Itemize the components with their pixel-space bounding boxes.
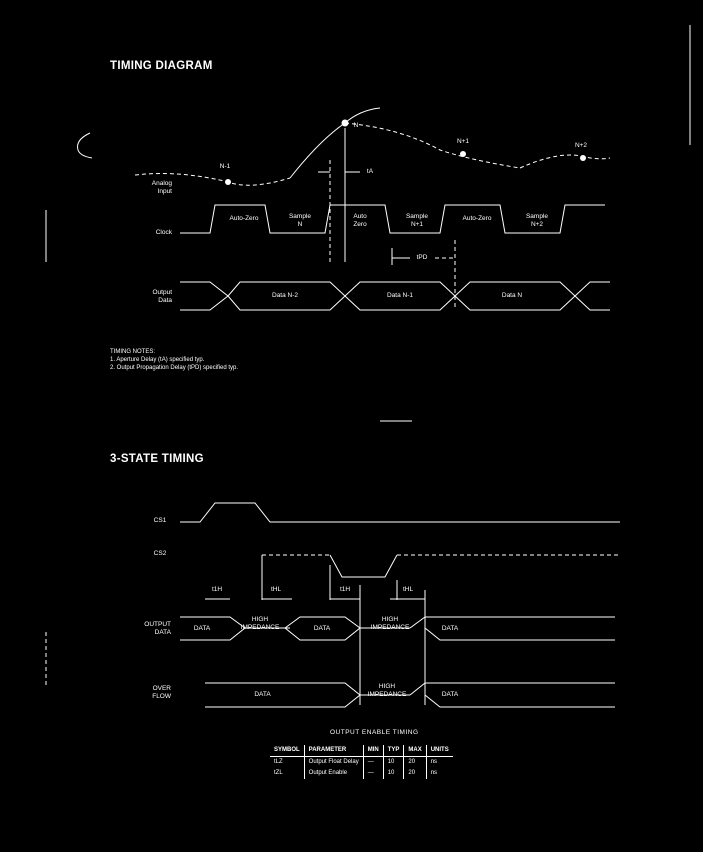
table-cell: tZL [274, 770, 283, 776]
sample-label-n: N [353, 122, 359, 129]
output-cell-4: HIGH IMPEDANCE [370, 616, 410, 631]
clock-label: Clock [155, 229, 172, 236]
table-header-cell: MAX [403, 745, 427, 757]
timing-note-2: 2. Output Propagation Delay (tPD) specif… [110, 365, 239, 371]
three-state-title: 3-STATE TIMING [110, 453, 204, 465]
clock-phase-1: Auto-Zero [229, 215, 259, 222]
propagation-delay-label: tPD [416, 254, 428, 261]
aperture-delay-label: tA [366, 168, 374, 175]
table-cell: tLZ [274, 759, 283, 765]
table-cell: 20 [403, 756, 427, 768]
table-cell: Output Float Delay [303, 756, 364, 768]
clock-phase-4: Sample N+1 [405, 213, 429, 228]
table-header-row: SYMBOL PARAMETER MIN TYP MAX UNITS [270, 745, 453, 757]
t1h-label-2: t1H [339, 586, 351, 593]
table-header-cell: UNITS [425, 745, 453, 757]
data-cell-1: Data N-2 [271, 292, 298, 299]
sample-label-n-plus-2: N+2 [574, 142, 588, 149]
timing-note-1: 1. Aperture Delay (tA) specified typ. [110, 357, 205, 363]
output-cell-5: DATA [441, 625, 459, 632]
output-enable-table: SYMBOL PARAMETER MIN TYP MAX UNITS tLZ O… [270, 745, 453, 779]
data-cell-2: Data N-1 [386, 292, 413, 299]
table-cell: ns [425, 768, 453, 779]
table-header-cell: SYMBOL [270, 745, 305, 757]
output-enable-caption: OUTPUT ENABLE TIMING [330, 729, 419, 736]
clock-phase-6: Sample N+2 [525, 213, 549, 228]
table-cell: Output Enable [303, 768, 364, 779]
sample-label-n-minus-1: N-1 [219, 163, 231, 170]
overflow-label: OVER FLOW [152, 685, 171, 700]
clock-phase-2: Sample N [288, 213, 312, 228]
table-header-cell: MIN [362, 745, 384, 757]
table-cell: ns [425, 756, 453, 768]
cs2-label: CS2 [153, 550, 167, 557]
overflow-cell-3: DATA [441, 691, 459, 698]
data-cell-3: Data N [501, 292, 523, 299]
output-cell-3: DATA [313, 625, 331, 632]
table-row: tLZ Output Float Delay — 10 20 ns [270, 756, 453, 768]
output-cell-1: DATA [193, 625, 211, 632]
table-row: tZL Output Enable — 10 20 ns [270, 768, 453, 779]
table-cell: — [362, 756, 384, 768]
output-data-label-3state: OUTPUT DATA [144, 621, 171, 636]
table-header-cell: PARAMETER [303, 745, 364, 757]
timing-diagram-title: TIMING DIAGRAM [110, 60, 213, 72]
table-cell: 10 [382, 768, 404, 779]
output-data-label: Output Data [152, 289, 172, 304]
sample-label-n-plus-1: N+1 [456, 138, 470, 145]
overflow-cell-1: DATA [254, 691, 271, 698]
timing-notes-title: TIMING NOTES: [110, 349, 155, 355]
overflow-cell-2: HIGH IMPEDANCE [367, 683, 407, 698]
table-cell: 20 [403, 768, 427, 779]
clock-phase-5: Auto-Zero [462, 215, 492, 222]
clock-phase-3: Auto Zero [353, 213, 367, 228]
thl-label-2: tHL [402, 586, 414, 593]
analog-input-label: Analog Input [151, 180, 172, 195]
table-cell: 10 [382, 756, 404, 768]
output-cell-2: HIGH IMPEDANCE [240, 616, 280, 631]
t1h-label: t1H [211, 586, 223, 593]
table-header-cell: TYP [382, 745, 404, 757]
thl-label: tHL [270, 586, 282, 593]
cs1-label: CS1 [153, 517, 167, 524]
table-cell: — [362, 768, 384, 779]
